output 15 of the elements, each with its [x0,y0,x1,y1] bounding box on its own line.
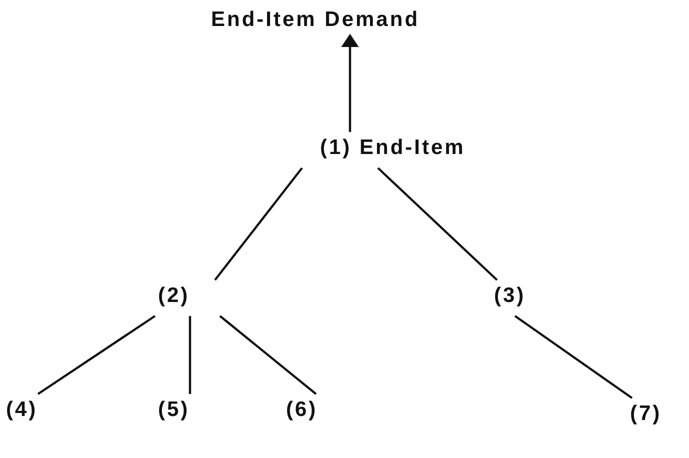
item-label: (6) [286,397,318,423]
item-label: (1) End-Item [320,135,466,161]
item-label: (2) [158,283,190,309]
item-label: (5) [158,397,190,423]
demand-label: End-Item Demand [211,7,420,33]
item-label: (4) [6,397,38,423]
connector-line [214,167,303,281]
arrow [341,34,359,132]
connector-line [219,315,317,395]
connector-line [37,315,156,395]
connector-line [188,316,192,394]
item-label: (7) [630,401,662,427]
connector-line [514,315,633,399]
connector-line [377,167,498,281]
item-label: (3) [494,283,526,309]
